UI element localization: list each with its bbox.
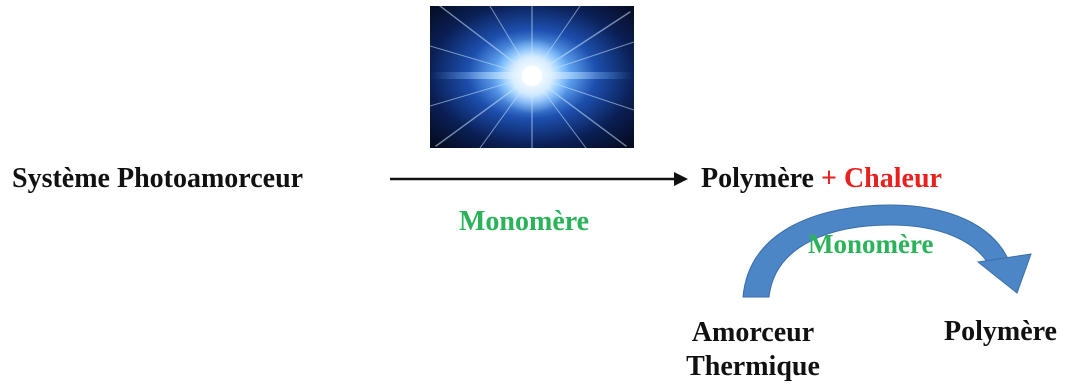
heat-label: Chaleur	[843, 163, 942, 194]
monomer-label-secondary: Monomère	[808, 229, 934, 259]
polymer-label-secondary: Polymère	[944, 316, 1057, 347]
light-burst-image	[430, 6, 634, 148]
photoinitiator-system-label: Système Photoamorceur	[12, 163, 304, 194]
curved-arrow-head	[976, 253, 1032, 294]
thermal-initiator-line-1: Amorceur	[691, 317, 815, 348]
thermal-initiator-line-2: Thermique	[686, 351, 820, 383]
curved-arrow	[742, 204, 1032, 298]
reaction-arrow	[390, 172, 688, 186]
thermal-initiator-label: Amorceur Thermique	[664, 316, 842, 384]
monomer-label-primary: Monomère	[459, 206, 590, 237]
plus-sign: +	[820, 163, 837, 194]
polymer-label: Polymère	[701, 163, 814, 194]
product-line: Polymère + Chaleur	[701, 165, 942, 193]
